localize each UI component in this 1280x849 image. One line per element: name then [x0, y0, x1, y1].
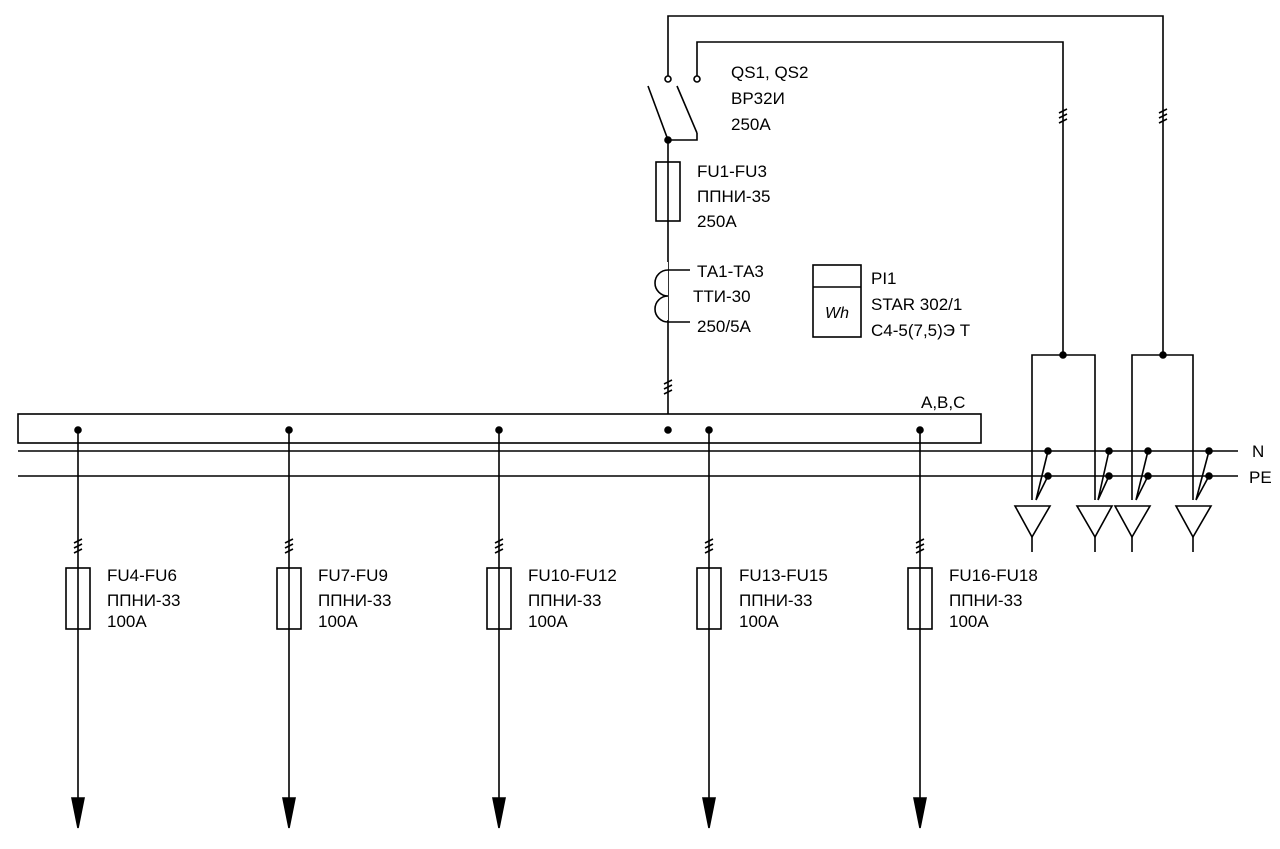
feeder-2-label: FU7-FU9 ППНИ-33 100А: [318, 566, 392, 631]
main-fuse-label-line-1: FU1-FU3: [697, 162, 767, 181]
feeder-3-label-line-2: ППНИ-33: [528, 591, 602, 610]
feeder-4-label: FU13-FU15 ППНИ-33 100А: [739, 566, 828, 631]
switch-label-line-1: QS1, QS2: [731, 63, 808, 82]
surge-arresters-group-2: [1113, 351, 1213, 552]
meter-label-line-2: STAR 302/1: [871, 295, 962, 314]
input-cable-1-ticks: [1158, 108, 1168, 124]
current-transformer-label-line-3: 250/5А: [697, 317, 752, 336]
feeder-1-label-line-2: ППНИ-33: [107, 591, 181, 610]
meter-symbol: [812, 264, 862, 338]
feeder-1-label: FU4-FU6 ППНИ-33 100А: [107, 566, 181, 631]
feeder-2-label-line-2: ППНИ-33: [318, 591, 392, 610]
switch-symbol: [647, 75, 701, 430]
input-cable-2-ticks: [1058, 108, 1068, 124]
feeder-3-label-line-3: 100А: [528, 612, 568, 631]
meter-label-line-3: С4-5(7,5)Э Т: [871, 321, 970, 340]
current-transformer-label: ТА1-ТА3 ТТИ-30 250/5А: [693, 262, 764, 336]
current-transformer-label-line-1: ТА1-ТА3: [697, 262, 764, 281]
main-fuse-label-line-2: ППНИ-35: [697, 187, 771, 206]
current-transformer-symbol: [650, 262, 690, 323]
current-transformer-label-line-2: ТТИ-30: [693, 287, 751, 306]
neutral-bus-label: N: [1252, 442, 1264, 461]
feeder-3-label-line-1: FU10-FU12: [528, 566, 617, 585]
meter-wh-symbol: Wh: [825, 305, 849, 322]
switch-junction-dot: [664, 136, 672, 144]
feeder-1-label-line-3: 100А: [107, 612, 147, 631]
feeder-2-symbol: [276, 426, 302, 829]
feeder-5-label-line-3: 100А: [949, 612, 989, 631]
input-cable-1: [667, 15, 1164, 355]
switch-label: QS1, QS2 ВР32И 250А: [731, 63, 808, 134]
feeder-1-label-line-1: FU4-FU6: [107, 566, 177, 585]
main-fuse-label: FU1-FU3 ППНИ-35 250А: [697, 162, 771, 231]
feeder-4-symbol: [696, 426, 722, 829]
feeder-2-label-line-1: FU7-FU9: [318, 566, 388, 585]
feeder-4-label-line-1: FU13-FU15: [739, 566, 828, 585]
feeder-5-label: FU16-FU18 ППНИ-33 100А: [949, 566, 1038, 631]
feeder-3-label: FU10-FU12 ППНИ-33 100А: [528, 566, 617, 631]
feeder-5-label-line-2: ППНИ-33: [949, 591, 1023, 610]
feeder-5-symbol: [907, 426, 933, 829]
feeder-2-label-line-3: 100А: [318, 612, 358, 631]
supply-cable-ticks: [663, 379, 673, 395]
feeder-4-label-line-2: ППНИ-33: [739, 591, 813, 610]
main-fuse-label-line-3: 250А: [697, 212, 737, 231]
meter-label: PI1 STAR 302/1 С4-5(7,5)Э Т: [871, 269, 970, 340]
busbar-label: A,B,C: [921, 393, 965, 412]
supply-busbar-dot: [664, 426, 672, 434]
feeder-4-label-line-3: 100А: [739, 612, 779, 631]
surge-arresters-group-1: [1013, 351, 1114, 552]
switch-label-line-2: ВР32И: [731, 89, 785, 108]
feeder-3-symbol: [486, 426, 512, 829]
pe-bus-label: PE: [1249, 468, 1272, 487]
meter-label-line-1: PI1: [871, 269, 897, 288]
input-cable-2: [696, 41, 1064, 355]
feeder-1-symbol: [65, 426, 91, 829]
switch-label-line-3: 250А: [731, 115, 771, 134]
feeder-5-label-line-1: FU16-FU18: [949, 566, 1038, 585]
